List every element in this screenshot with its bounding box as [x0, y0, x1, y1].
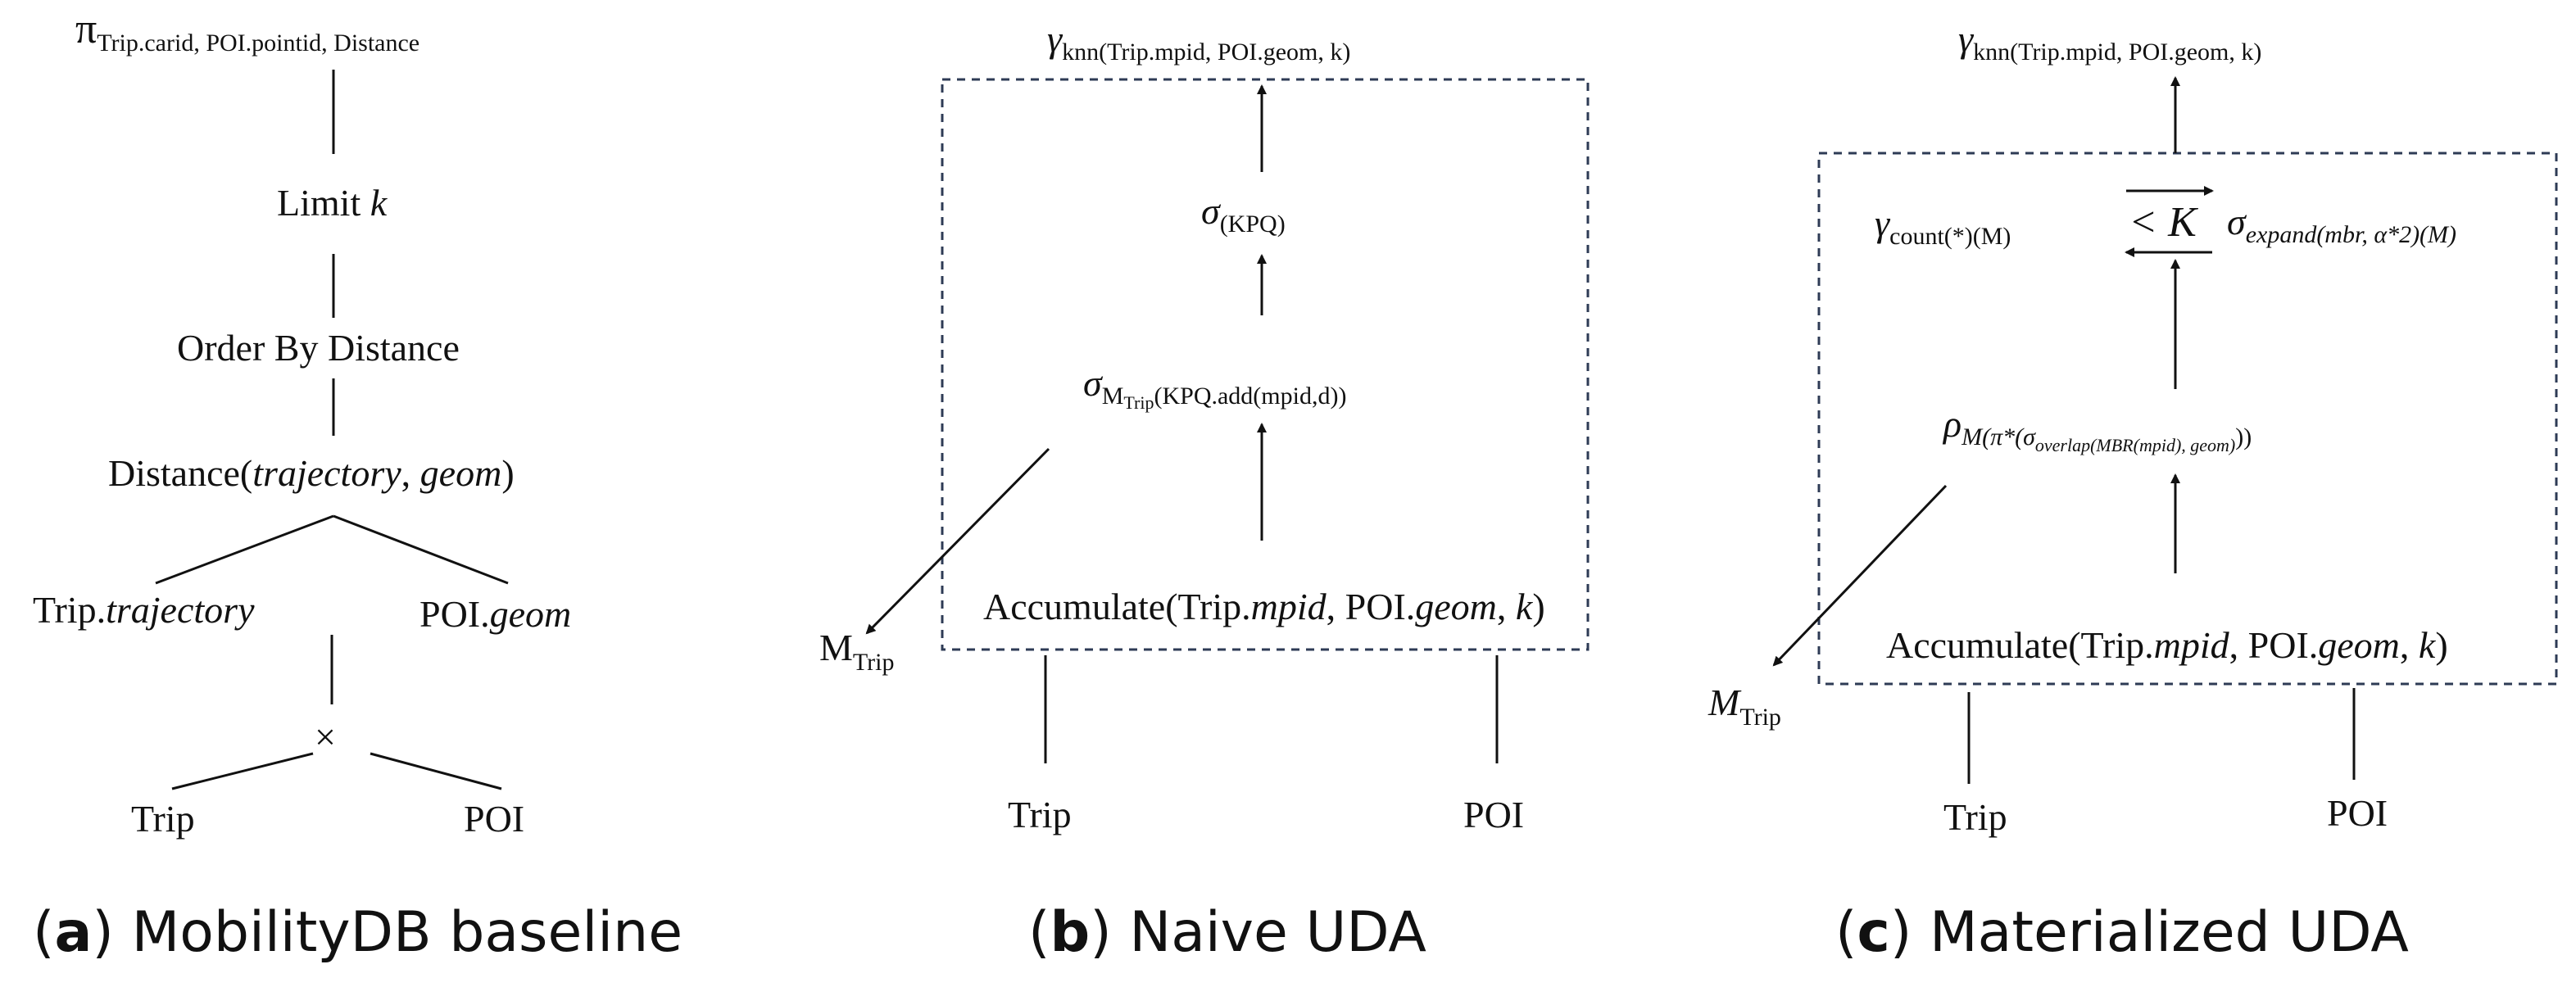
gamma-count-sub: count(*)(M)	[1889, 223, 2011, 250]
accumulate-node-b: Accumulate(Trip.mpid, POI.geom, k)	[983, 586, 1545, 627]
gamma-symbol-c: γ	[1958, 18, 1974, 60]
m-label-b: M	[819, 627, 853, 668]
m-label-c: M	[1708, 681, 1740, 723]
caption-a: (a) MobilityDB baseline	[33, 900, 683, 965]
arrow-to-m-trip-c	[1772, 484, 1948, 667]
materialized-uda-box	[1817, 152, 2558, 686]
m-sub-b: Trip	[852, 649, 895, 676]
caption-b: (b) Naive UDA	[1028, 900, 1426, 965]
rho-close: ))	[2235, 423, 2252, 450]
rho-sub: M(π*(σ	[1961, 423, 2035, 450]
gamma-sub-b: knn(Trip.mpid, POI.geom, k)	[1062, 38, 1351, 66]
projection-node: πTrip.carid, POI.pointid, Distance	[75, 6, 420, 56]
sigma-kpq-sub: (KPQ)	[1219, 211, 1286, 238]
trip-table-c: Trip	[1943, 796, 2007, 838]
sigma-m-sub-trip: Trip	[1123, 392, 1154, 413]
rho-symbol: ρ	[1943, 403, 1962, 445]
poi-table-b: POI	[1463, 794, 1525, 835]
edge-distance-left	[155, 514, 334, 585]
trip-table-a: Trip	[131, 798, 195, 840]
rho-node: ρM(π*(σoverlap(MBR(mpid), geom)))	[1943, 403, 2252, 455]
edge-distance-right	[333, 514, 509, 585]
sigma-m-node: σMTrip(KPQ.add(mpid,d))	[1083, 362, 1346, 412]
m-trip-c: MTrip	[1708, 681, 1781, 730]
caption-c: (c) Materialized UDA	[1835, 900, 2409, 965]
gamma-sub-c: knn(Trip.mpid, POI.geom, k)	[1973, 38, 2262, 66]
gamma-symbol-b: γ	[1047, 18, 1063, 60]
accumulate-node-c: Accumulate(Trip.mpid, POI.geom, k)	[1886, 624, 2448, 666]
poi-table-a: POI	[464, 798, 525, 840]
sigma-m-sub-rest: (KPQ.add(mpid,d))	[1154, 383, 1347, 410]
sigma-m-symbol: σ	[1083, 362, 1102, 404]
edge-cross-poi	[370, 752, 502, 790]
order-by-node: Order By Distance	[177, 327, 460, 369]
m-sub-c: Trip	[1739, 704, 1781, 731]
naive-uda-box	[941, 78, 1590, 651]
gamma-count-symbol: γ	[1875, 202, 1890, 244]
poi-table-c: POI	[2327, 792, 2388, 834]
m-trip-b: MTrip	[819, 627, 895, 675]
projection-args: Trip.carid, POI.pointid, Distance	[97, 29, 420, 57]
gamma-knn-node-b: γknn(Trip.mpid, POI.geom, k)	[1047, 18, 1350, 65]
trip-table-b: Trip	[1008, 794, 1072, 835]
sigma-kpq-symbol: σ	[1201, 190, 1220, 232]
sigma-kpq-node: σ(KPQ)	[1201, 190, 1286, 237]
compare-less-than-k: < K	[2129, 199, 2197, 246]
distance-node: Distance(trajectory, geom)	[108, 452, 515, 494]
limit-node: Limit k	[277, 182, 388, 224]
arrow-to-m-trip-b	[865, 447, 1050, 635]
trip-trajectory-leaf: Trip.trajectory	[33, 589, 255, 631]
rho-subsub: overlap(MBR(mpid), geom)	[2034, 435, 2236, 455]
sigma-expand-symbol: σ	[2227, 201, 2246, 242]
gamma-knn-node-c: γknn(Trip.mpid, POI.geom, k)	[1958, 18, 2261, 65]
projection-symbol: π	[75, 6, 98, 52]
sigma-m-sub-main: M	[1101, 383, 1124, 410]
cross-product-node: ×	[315, 716, 336, 758]
gamma-count-node: γcount(*)(M)	[1875, 202, 2011, 249]
sigma-expand-node: σexpand(mbr, α*2)(M)	[2227, 201, 2456, 247]
sigma-expand-sub: expand(mbr, α*2)(M)	[2245, 221, 2457, 248]
edge-cross-trip	[171, 752, 314, 790]
poi-geom-leaf: POI.geom	[420, 593, 572, 635]
